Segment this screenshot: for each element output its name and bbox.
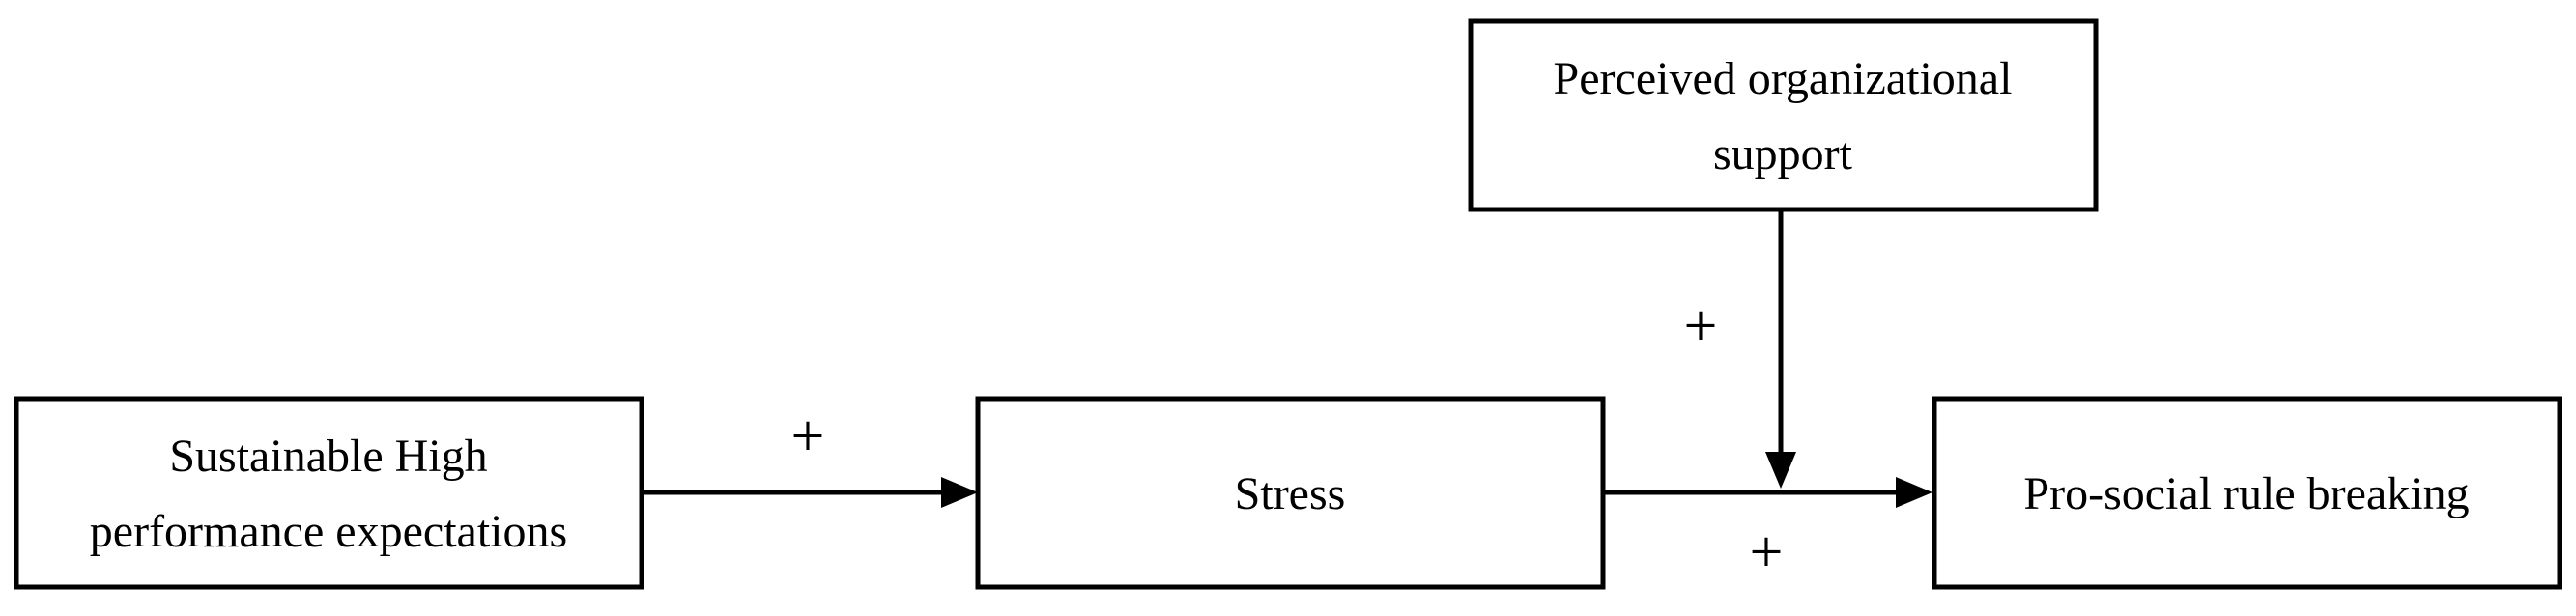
node-stress: Stress [975, 396, 1606, 590]
sign-label-moderator: + [1684, 294, 1718, 359]
node-label: Pro-social rule breaking [2023, 468, 2469, 519]
node-box [14, 396, 644, 590]
node-box [1468, 18, 2099, 212]
sign-label-stress-to-outcome: + [1750, 519, 1784, 585]
node-label-line-2: performance expectations [90, 506, 567, 557]
node-sustainable-high-performance-expectations: Sustainable High performance expectation… [14, 396, 644, 590]
node-box [975, 396, 1606, 590]
arrow-head-icon [941, 477, 978, 508]
node-perceived-organizational-support: Perceived organizational support [1468, 18, 2099, 212]
arrow-head-icon [1896, 477, 1932, 508]
node-label-line-2: support [1713, 128, 1853, 180]
edge-stress-to-outcome [1604, 477, 1932, 508]
arrow-head-icon [1765, 452, 1796, 489]
node-label: Stress [1235, 468, 1346, 519]
edge-moderator-to-path [1765, 210, 1796, 489]
node-label-line-1: Sustainable High [169, 431, 487, 482]
node-label-line-1: Perceived organizational [1554, 53, 2013, 104]
node-pro-social-rule-breaking: Pro-social rule breaking [1932, 396, 2562, 590]
node-box [1932, 396, 2562, 590]
sign-label-predictor-to-stress: + [791, 404, 825, 469]
edge-predictor-to-stress [643, 477, 978, 508]
